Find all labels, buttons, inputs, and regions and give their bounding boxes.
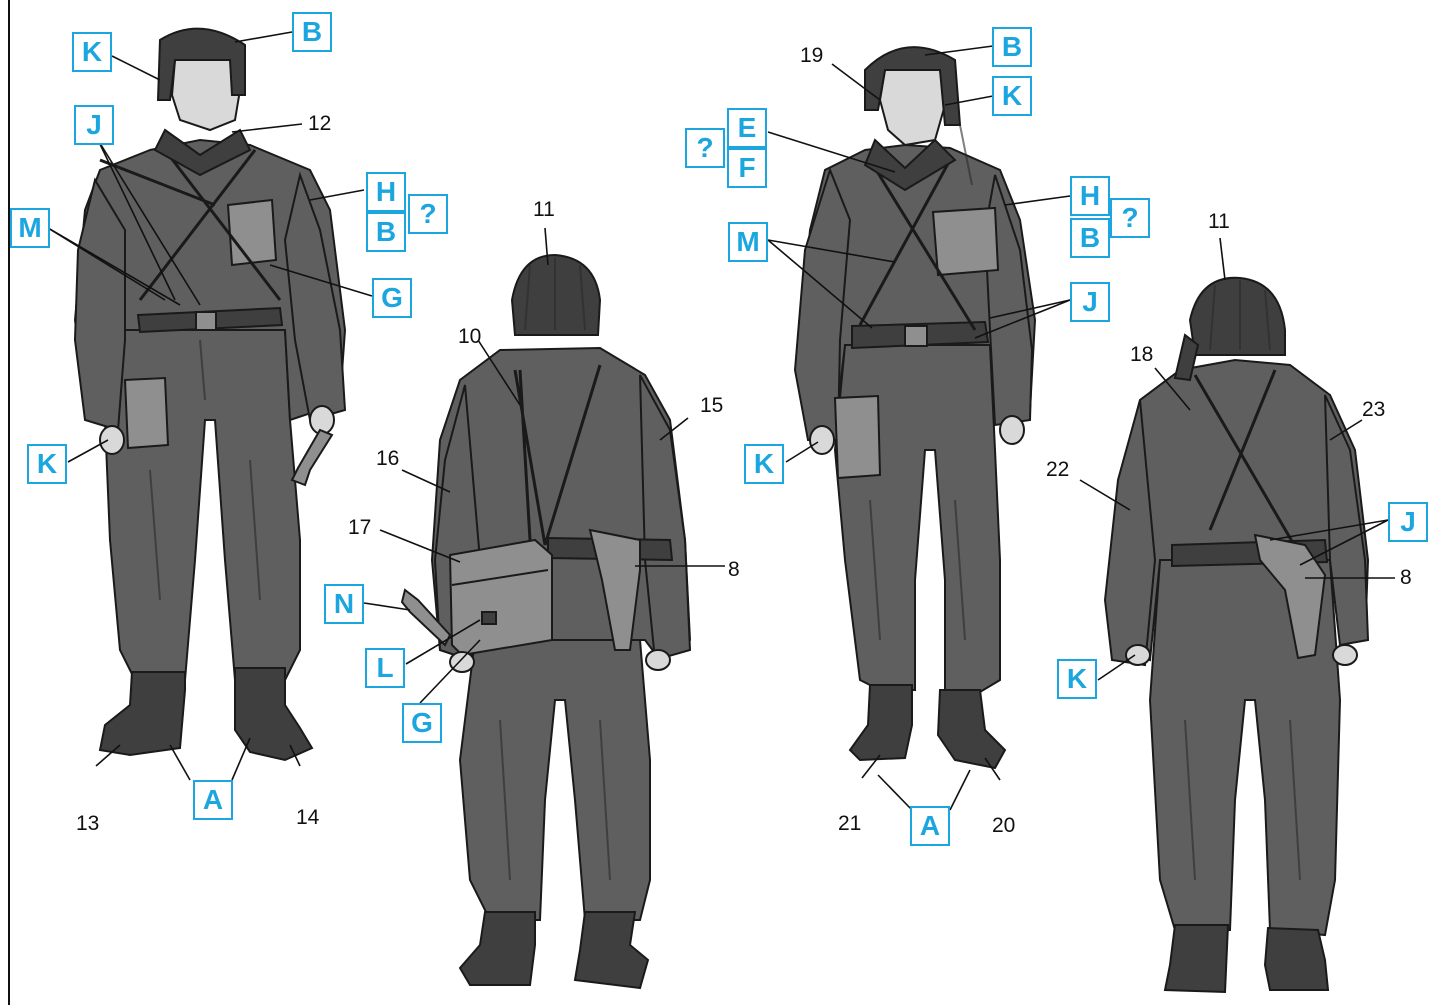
callout-a-1: A bbox=[193, 780, 233, 820]
callout-question-ef: ? bbox=[685, 128, 725, 168]
callout-f: F bbox=[727, 148, 767, 188]
number-18: 18 bbox=[1130, 343, 1154, 366]
number-19: 19 bbox=[800, 44, 824, 67]
callout-a-3: A bbox=[910, 806, 950, 846]
callout-g-2: G bbox=[402, 703, 442, 743]
callout-k-4: K bbox=[1057, 659, 1097, 699]
figure-1-front bbox=[73, 27, 347, 762]
number-10: 10 bbox=[458, 325, 482, 348]
callout-question-h-1: ? bbox=[408, 194, 448, 234]
callout-b-chest-1: B bbox=[366, 212, 406, 252]
callout-j-3: J bbox=[1070, 282, 1110, 322]
leader-lines bbox=[47, 31, 1395, 811]
left-border-line bbox=[8, 0, 10, 1005]
callout-h-1: H bbox=[366, 172, 406, 212]
callout-k-hand-1: K bbox=[27, 444, 67, 484]
callout-b-head-1: B bbox=[292, 12, 332, 52]
callout-k-head-3: K bbox=[992, 76, 1032, 116]
number-15: 15 bbox=[700, 394, 724, 417]
callout-e: E bbox=[727, 108, 767, 148]
callout-g-1: G bbox=[372, 278, 412, 318]
callout-n: N bbox=[324, 584, 364, 624]
figure-4-back bbox=[1103, 276, 1370, 994]
number-22: 22 bbox=[1046, 458, 1070, 481]
callout-h-3: H bbox=[1070, 176, 1110, 216]
callout-question-h-3: ? bbox=[1110, 198, 1150, 238]
callout-b-head-3: B bbox=[992, 27, 1032, 67]
number-23: 23 bbox=[1362, 398, 1386, 421]
callout-m-3: M bbox=[728, 222, 768, 262]
callout-b-chest-3: B bbox=[1070, 218, 1110, 258]
number-11-fig4: 11 bbox=[1208, 210, 1230, 233]
number-8-fig2: 8 bbox=[728, 558, 740, 581]
figure-3-front bbox=[793, 46, 1037, 770]
figure-2-back bbox=[400, 253, 692, 990]
number-21: 21 bbox=[838, 812, 862, 835]
number-8-fig4: 8 bbox=[1400, 566, 1412, 589]
callout-j-1: J bbox=[74, 105, 114, 145]
number-17: 17 bbox=[348, 516, 372, 539]
number-20: 20 bbox=[992, 814, 1016, 837]
number-14: 14 bbox=[296, 806, 320, 829]
number-13: 13 bbox=[76, 812, 100, 835]
number-12: 12 bbox=[308, 112, 332, 135]
callout-k-hand-3: K bbox=[744, 444, 784, 484]
number-11-fig2: 11 bbox=[533, 198, 555, 221]
callout-l: L bbox=[365, 648, 405, 688]
callout-m-1: M bbox=[10, 208, 50, 248]
callout-j-4: J bbox=[1388, 502, 1428, 542]
callout-k-head-1: K bbox=[72, 32, 112, 72]
number-16: 16 bbox=[376, 447, 400, 470]
